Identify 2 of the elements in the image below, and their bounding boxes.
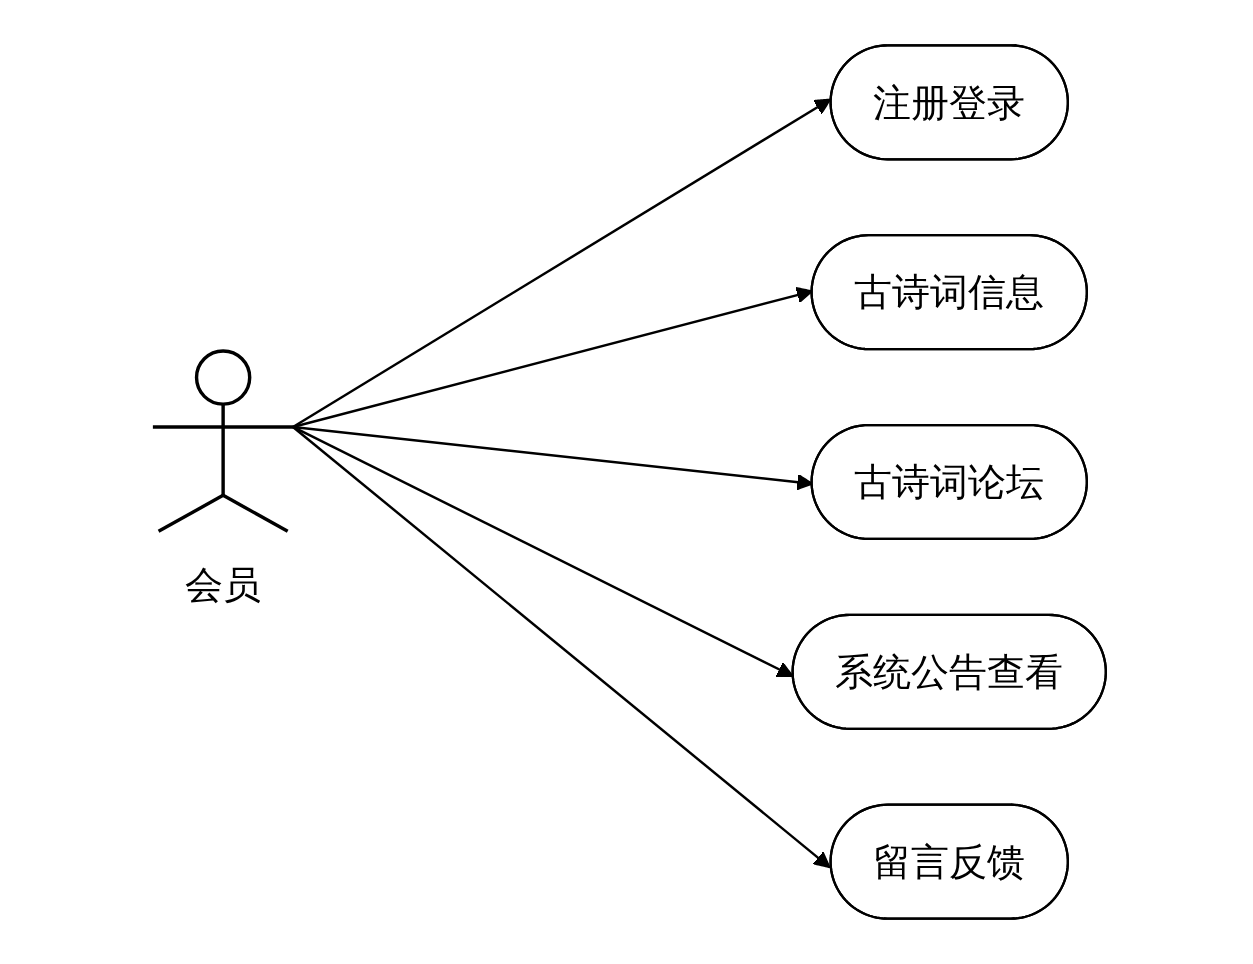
arrow	[292, 426, 831, 869]
arrow	[292, 98, 832, 428]
